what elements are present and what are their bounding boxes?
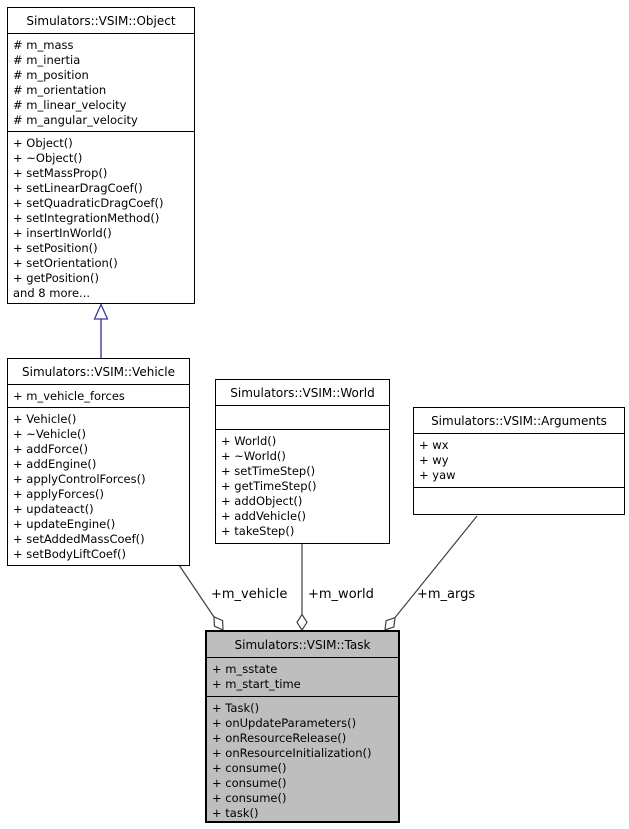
attribute-row: + wx [419, 438, 449, 452]
method-row: + ~Object() [13, 151, 83, 165]
method-row: + Task() [212, 701, 260, 715]
attributes-section-arguments: + wx + wy + yaw [414, 433, 624, 487]
aggregation-edge-world-task [296, 544, 308, 632]
method-row: + consume() [212, 791, 287, 805]
attribute-row: + yaw [419, 468, 456, 482]
attribute-row: # m_orientation [13, 83, 107, 97]
method-row: + setPosition() [13, 241, 98, 255]
aggregation-diamond-icon [384, 616, 396, 631]
inheritance-arrowhead-icon [93, 302, 109, 320]
methods-section-world: + World() + ~World() + setTimeStep() + g… [216, 429, 389, 543]
aggregation-edge-arguments-task [384, 515, 478, 631]
attribute-row: # m_position [13, 68, 89, 82]
attribute-row: + m_sstate [212, 662, 278, 676]
method-row: + ~Vehicle() [13, 427, 87, 441]
class-box-object[interactable]: Simulators::VSIM::Object # m_mass # m_in… [7, 7, 195, 304]
method-row: + task() [212, 806, 259, 820]
method-row: + addEngine() [13, 457, 97, 471]
class-title-task: Simulators::VSIM::Task [234, 637, 371, 652]
method-row: + World() [221, 434, 277, 448]
attributes-section-world [216, 405, 389, 429]
class-title-world[interactable]: Simulators::VSIM::World [230, 385, 375, 400]
class-box-task: Simulators::VSIM::Task + m_sstate + m_st… [205, 630, 400, 823]
method-row: + applyForces() [13, 487, 105, 501]
method-row: + setAddedMassCoef() [13, 532, 145, 546]
attribute-row: # m_angular_velocity [13, 113, 138, 127]
method-row: + setBodyLiftCoef() [13, 547, 127, 561]
class-box-arguments[interactable]: Simulators::VSIM::Arguments + wx + wy + … [413, 407, 625, 515]
attribute-row: + m_vehicle_forces [13, 389, 125, 403]
aggregation-diamond-icon [213, 615, 224, 631]
methods-section-object: + Object() + ~Object() + setMassProp() +… [8, 131, 194, 303]
attribute-row: + wy [419, 453, 449, 467]
methods-section-task: + Task() + onUpdateParameters() + onReso… [207, 696, 398, 821]
method-row: + addObject() [221, 494, 303, 508]
method-row: + consume() [212, 761, 287, 775]
method-row: + Object() [13, 136, 73, 150]
attribute-row: + m_start_time [212, 677, 301, 691]
method-row: + setIntegrationMethod() [13, 211, 160, 225]
method-row: + takeStep() [221, 524, 295, 538]
class-box-world[interactable]: Simulators::VSIM::World + World() + ~Wor… [215, 379, 390, 544]
method-row: + consume() [212, 776, 287, 790]
method-row-more: and 8 more... [13, 286, 91, 300]
method-row: + onResourceRelease() [212, 731, 347, 745]
method-row: + getTimeStep() [221, 479, 317, 493]
method-row: + insertInWorld() [13, 226, 112, 240]
method-row: + updateact() [13, 502, 94, 516]
method-row: + getPosition() [13, 271, 99, 285]
attribute-row: # m_mass [13, 38, 74, 52]
class-title-arguments[interactable]: Simulators::VSIM::Arguments [431, 413, 607, 428]
attributes-section-vehicle: + m_vehicle_forces [8, 384, 189, 407]
aggregation-diamond-icon [296, 613, 308, 632]
edge-label-m-vehicle: +m_vehicle [211, 587, 288, 602]
method-row: + setLinearDragCoef() [13, 181, 143, 195]
method-row: + setMassProp() [13, 166, 108, 180]
inheritance-edge-vehicle-object [93, 302, 109, 358]
edge-label-m-world: +m_world [308, 587, 374, 602]
attribute-row: # m_linear_velocity [13, 98, 127, 112]
method-row: + addVehicle() [221, 509, 307, 523]
method-row: + setQuadraticDragCoef() [13, 196, 164, 210]
method-row: + onResourceInitialization() [212, 746, 372, 760]
attributes-section-object: # m_mass # m_inertia # m_position # m_or… [8, 33, 194, 131]
class-title-object[interactable]: Simulators::VSIM::Object [26, 13, 176, 28]
method-row: + onUpdateParameters() [212, 716, 357, 730]
method-row: + setTimeStep() [221, 464, 316, 478]
methods-section-arguments [414, 487, 624, 514]
method-row: + addForce() [13, 442, 89, 456]
attributes-section-task: + m_sstate + m_start_time [207, 657, 398, 696]
edge-label-m-args: +m_args [417, 587, 476, 602]
method-row: + setOrientation() [13, 256, 118, 270]
class-box-vehicle[interactable]: Simulators::VSIM::Vehicle + m_vehicle_fo… [7, 358, 190, 566]
methods-section-vehicle: + Vehicle() + ~Vehicle() + addForce() + … [8, 407, 189, 565]
class-title-vehicle[interactable]: Simulators::VSIM::Vehicle [22, 364, 175, 379]
method-row: + ~World() [221, 449, 286, 463]
method-row: + applyControlForces() [13, 472, 146, 486]
attribute-row: # m_inertia [13, 53, 81, 67]
method-row: + updateEngine() [13, 517, 116, 531]
method-row: + Vehicle() [13, 412, 77, 426]
